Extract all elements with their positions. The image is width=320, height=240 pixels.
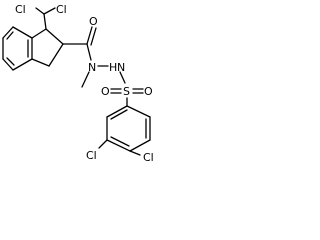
bond-carbonyl-o-db [90, 27, 97, 46]
bond-carbonyl-o [86, 26, 93, 45]
bond-c2-c3 [48, 43, 64, 67]
sulfonyl-oxygen-right-label: O [144, 85, 153, 98]
bond-ar3-ar4 [129, 139, 151, 152]
molecule-structure: Cl Cl O N H N S O O Cl Cl [2, 3, 154, 163]
bond-ar6-ar1-db [110, 109, 128, 120]
bond-nh-s [119, 71, 126, 84]
bond-ar4-ar5 [106, 139, 131, 152]
bonds [2, 7, 151, 156]
bond-ar4-ar5-db [110, 136, 130, 147]
nh-hydrogen-label: H [109, 61, 117, 74]
chlorine-label-bottom-left: Cl [86, 149, 97, 162]
bond-c7-c6 [2, 26, 14, 39]
bond-ar5-cl [98, 139, 108, 149]
nh-nitrogen-label: N [117, 61, 125, 74]
bond-c5-c4-db [6, 57, 15, 66]
bond-ar6-ar1 [106, 105, 128, 118]
bond-ar4-cl [129, 150, 141, 156]
chlorine-label-top-left: Cl [15, 3, 26, 16]
bond-n-methyl [81, 71, 90, 88]
bond-c4-c3a [12, 58, 33, 71]
bond-c1-c2 [45, 28, 64, 45]
bond-chcl2-cl-right [43, 7, 56, 15]
amide-nitrogen-label: N [88, 61, 96, 74]
sulfonyl-oxygen-left-label: O [101, 85, 110, 98]
bond-c7-c6-db [6, 31, 14, 40]
bond-c3-c3a [31, 58, 50, 67]
atom-labels: Cl Cl O N H N S O O Cl Cl [15, 3, 154, 163]
carbonyl-oxygen-label: O [89, 15, 98, 28]
bond-carbonyl-n [86, 43, 92, 61]
bond-c5-c4 [2, 58, 14, 71]
bond-ar1-ar2 [126, 105, 151, 118]
sulfur-label: S [123, 85, 130, 98]
bond-c1-c7a [31, 28, 47, 39]
chlorine-label-bottom-right: Cl [143, 151, 154, 163]
bond-c7a-c7 [12, 26, 33, 39]
bond-chcl2-cl-left [35, 7, 45, 15]
chlorine-label-top-right: Cl [56, 3, 67, 16]
bond-c1-chcl2 [43, 13, 47, 30]
